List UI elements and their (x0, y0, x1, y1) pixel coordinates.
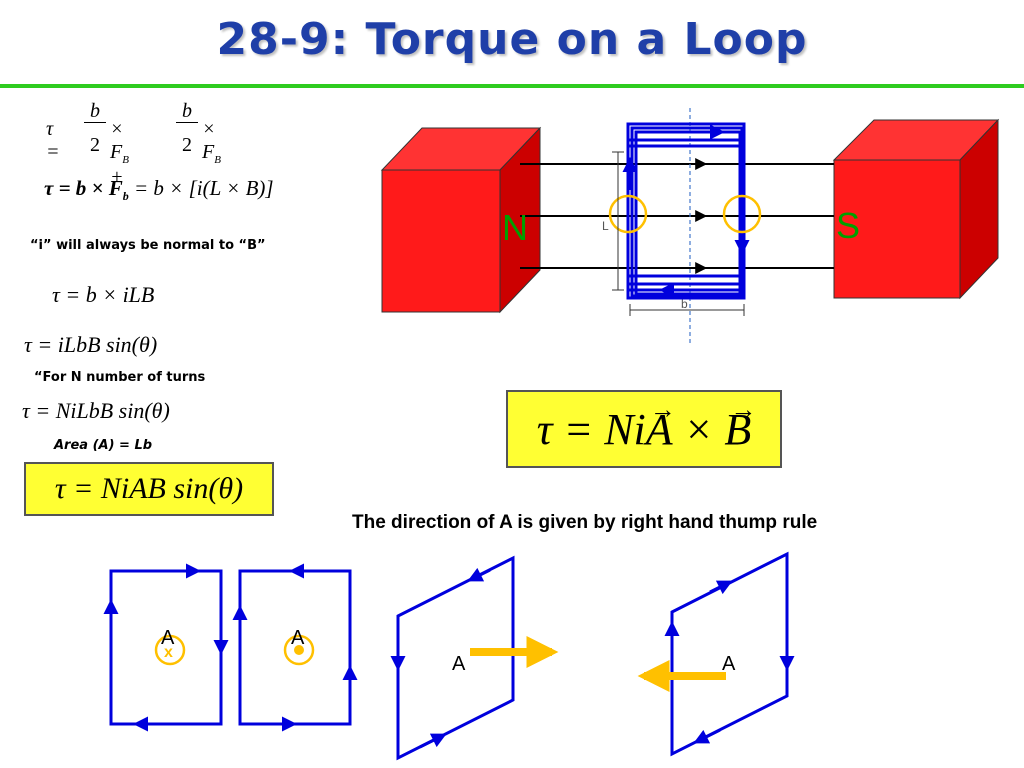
label-north: N (502, 207, 528, 248)
equation-2: τ = b × Fb = b × [i(L × B)] (44, 176, 274, 204)
north-magnet (380, 126, 542, 314)
loop-1-into-mark: x (164, 644, 173, 661)
loop-4 (664, 551, 795, 757)
note-area: Area (A) = Lb (54, 438, 153, 453)
loop-2-out-dot (294, 645, 304, 655)
label-L: L (602, 219, 609, 233)
loop-2-label: A (291, 627, 305, 649)
loop-3-label: A (452, 653, 466, 675)
loop-1-label: A (161, 627, 175, 649)
title-divider (0, 84, 1024, 88)
equation-5: τ = NiLbB sin(θ) (22, 398, 170, 423)
note-normal: “i” will always be normal to “B” (30, 238, 266, 253)
loop-1-vector-circle (154, 634, 186, 666)
coil (626, 122, 746, 300)
south-magnet (832, 118, 1000, 300)
label-b: b (681, 297, 688, 311)
slide-title: 28-9: Torque on a Loop (216, 14, 808, 65)
force-circle-left (608, 194, 648, 234)
note-turns: “For N number of turns (34, 370, 206, 385)
dimension-L (612, 151, 624, 291)
field-lines (520, 158, 834, 274)
loop-2 (232, 563, 358, 732)
coil-current-arrows (622, 124, 750, 298)
dimension-b (629, 304, 745, 316)
equation-4: τ = iLbB sin(θ) (24, 332, 158, 357)
loop-4-label: A (722, 653, 736, 675)
boxed-equation-right: τ = NiA→ × B→ (506, 390, 782, 468)
loop-3 (390, 555, 515, 761)
caption-right-hand-rule: The direction of A is given by right han… (352, 512, 818, 533)
loop-1 (103, 563, 229, 732)
equation-3: τ = b × iLB (52, 282, 155, 307)
loop-2-vector-circle (283, 634, 315, 666)
force-circle-right (722, 194, 762, 234)
boxed-equation-left: τ = NiAB sin(θ) (24, 462, 274, 516)
label-south: S (836, 205, 860, 246)
